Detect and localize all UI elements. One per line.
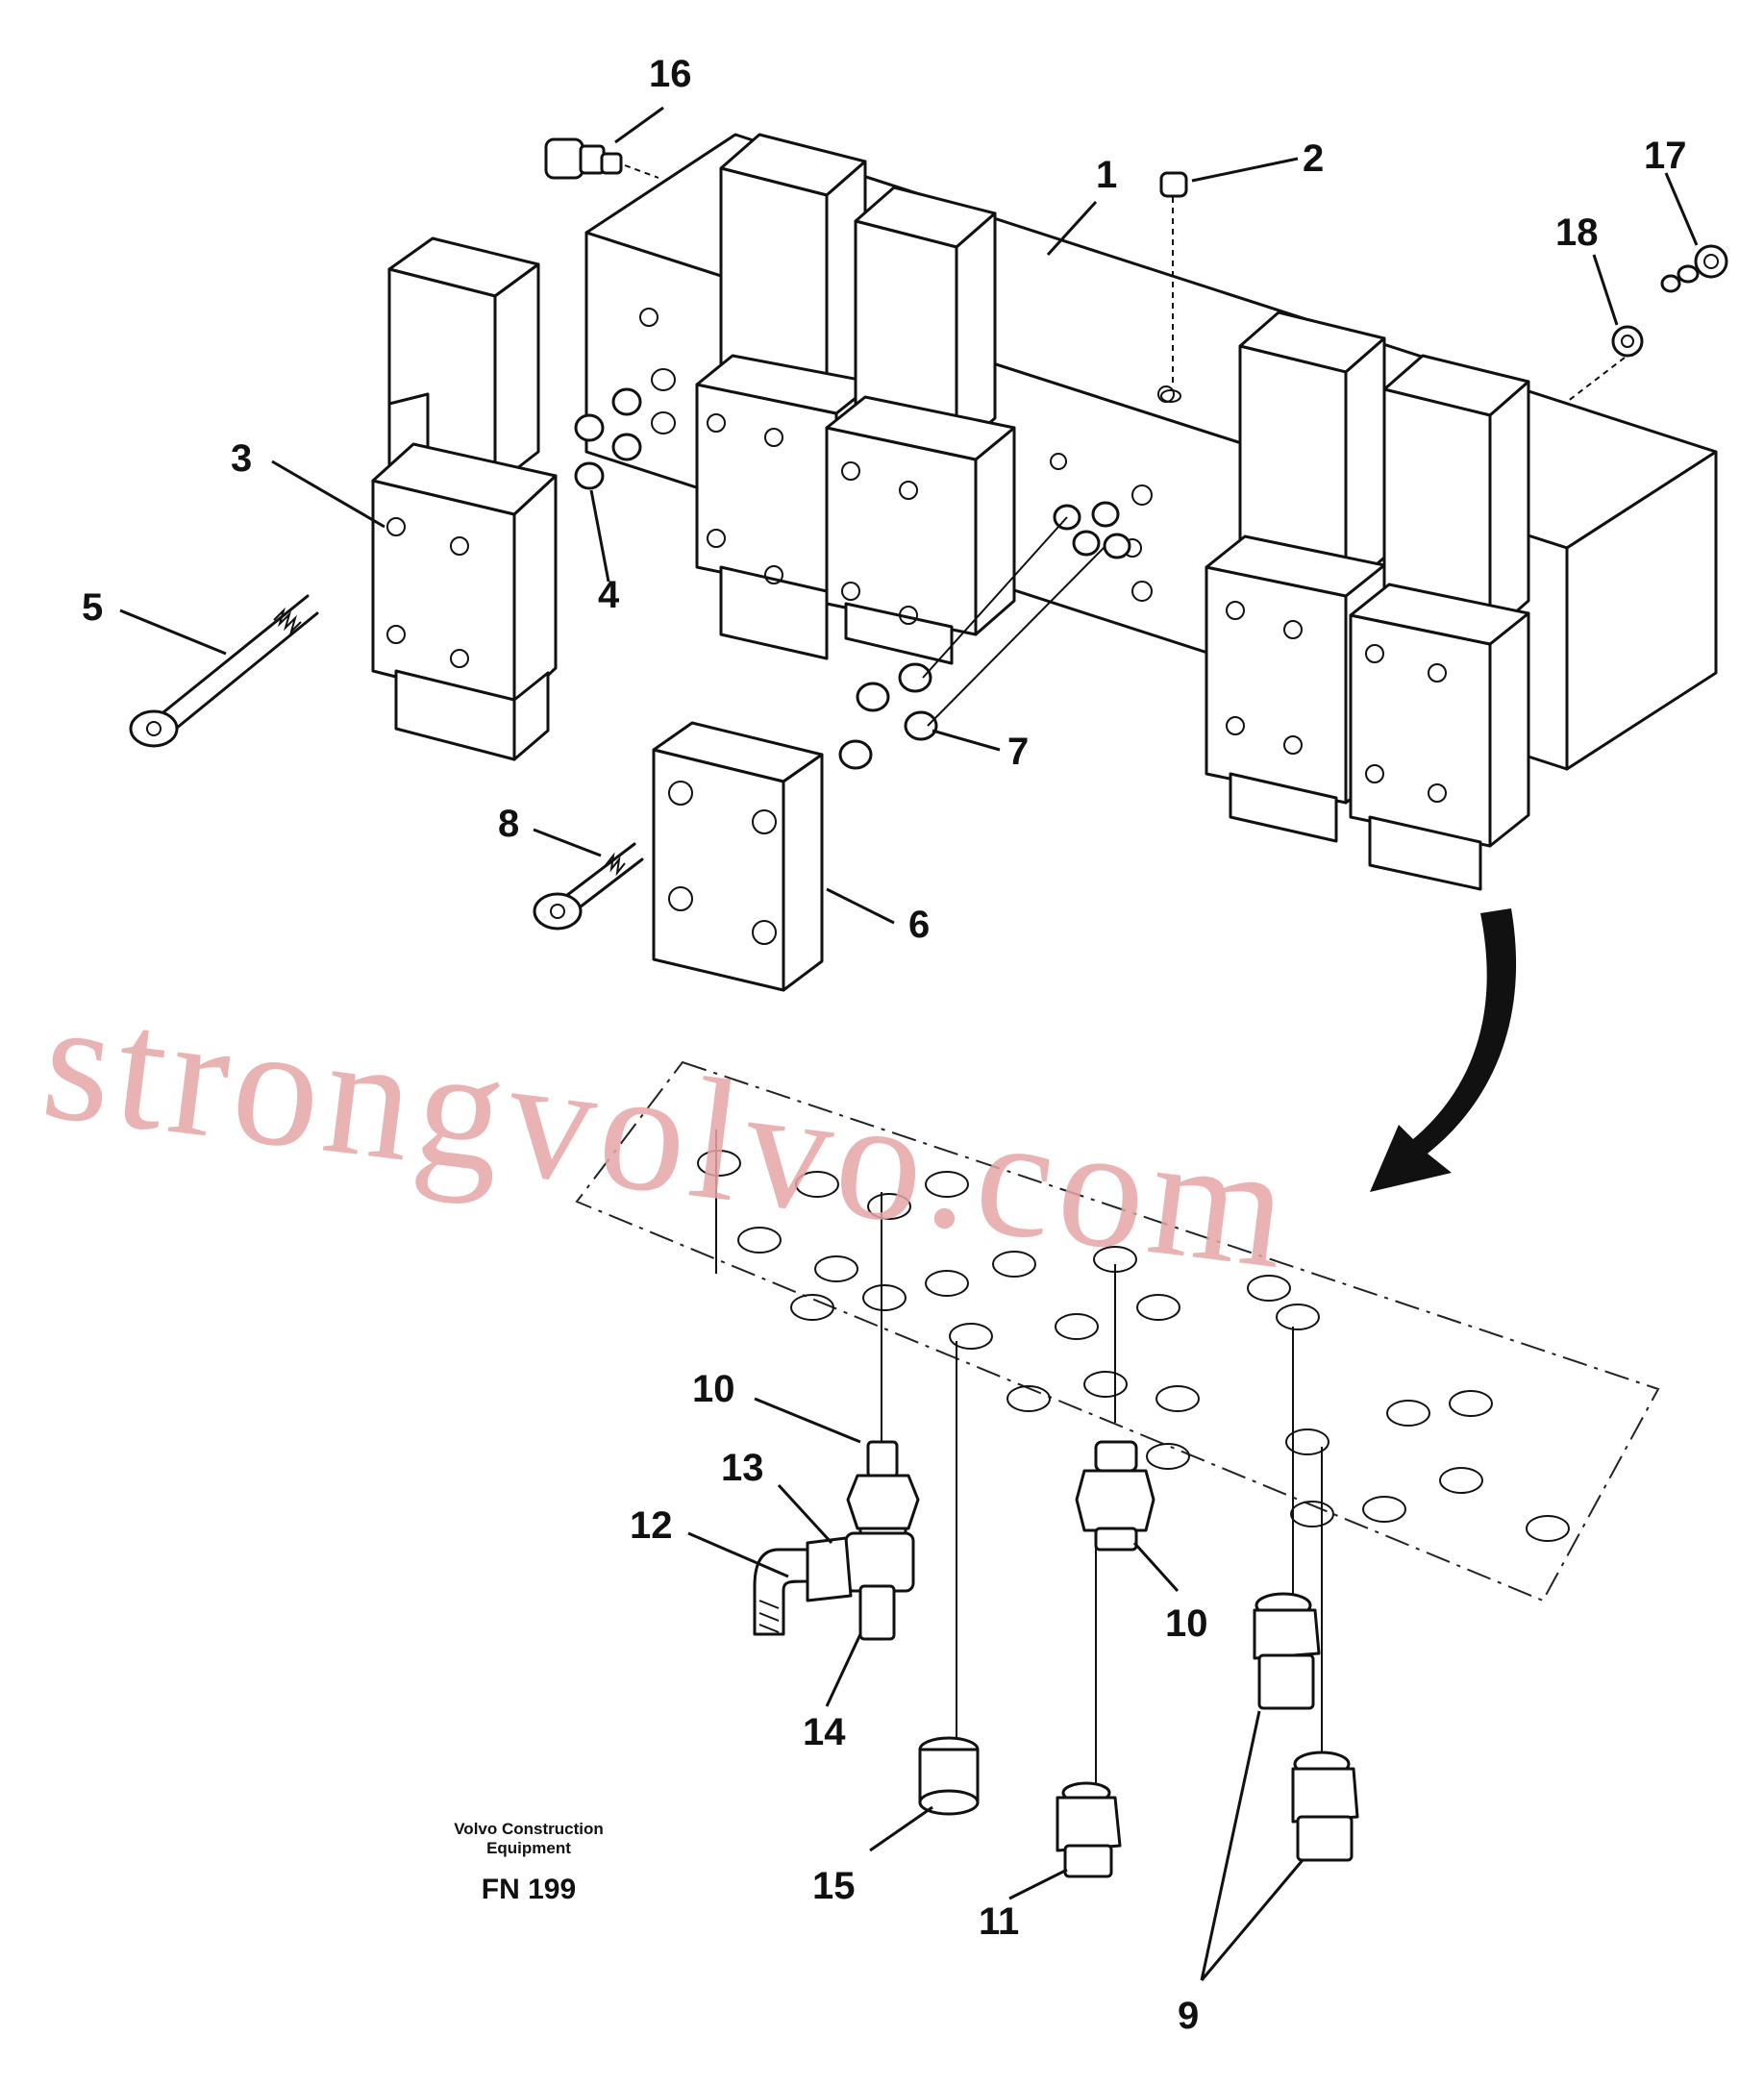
callout-13: 13 — [721, 1447, 764, 1489]
caption-company: Volvo Construction — [454, 1820, 604, 1838]
rotation-arrow — [1370, 908, 1517, 1192]
callout-14: 14 — [803, 1711, 846, 1753]
solenoid-valve-5 — [1349, 354, 1530, 891]
leader-lines — [119, 106, 1699, 1981]
fitting-10-right — [1075, 1440, 1155, 1552]
callout-6: 6 — [908, 904, 930, 946]
assembly-lines — [881, 1192, 1323, 1788]
callouts: 1 2 3 4 5 6 7 8 9 10 10 11 12 13 14 15 1… — [82, 53, 1687, 2037]
callout-8: 8 — [498, 803, 519, 845]
fitting-assembly-left — [753, 1440, 920, 1641]
solenoid-valve-3 — [825, 186, 1016, 665]
screw-8 — [533, 842, 644, 931]
callout-12: 12 — [630, 1504, 673, 1547]
washer-18 — [1566, 325, 1644, 403]
callout-3: 3 — [231, 437, 252, 480]
mounting-face — [575, 1060, 1660, 1602]
solenoid-valve-left — [371, 236, 558, 761]
callout-18: 18 — [1555, 211, 1599, 254]
caption: Volvo Construction Equipment FN 199 — [454, 1820, 604, 1905]
callout-7: 7 — [1007, 731, 1029, 773]
fitting-15 — [918, 1736, 980, 1816]
callout-10-left: 10 — [692, 1368, 735, 1410]
plug-2 — [1159, 171, 1188, 385]
watermark: strongvolvo.com — [34, 962, 1302, 1305]
callout-5: 5 — [82, 586, 103, 629]
callout-16: 16 — [649, 53, 692, 95]
o-rings-7 — [838, 501, 1131, 770]
callout-9: 9 — [1178, 1995, 1199, 2037]
fitting-16 — [544, 137, 659, 180]
callout-15: 15 — [812, 1865, 856, 1907]
callout-17: 17 — [1644, 135, 1687, 177]
fittings-9 — [1253, 1592, 1359, 1862]
fitting-17 — [1660, 244, 1728, 293]
caption-company-2: Equipment — [486, 1839, 571, 1857]
callout-2: 2 — [1303, 137, 1324, 180]
callout-4: 4 — [598, 574, 620, 616]
fitting-11 — [1056, 1781, 1122, 1878]
cover-plate — [652, 721, 824, 992]
callout-11: 11 — [979, 1900, 1019, 1943]
callout-10-right: 10 — [1165, 1602, 1208, 1645]
screw-5 — [129, 594, 319, 748]
callout-1: 1 — [1096, 154, 1117, 196]
o-rings-4 — [574, 368, 676, 490]
caption-figure-code: FN 199 — [482, 1874, 576, 1905]
